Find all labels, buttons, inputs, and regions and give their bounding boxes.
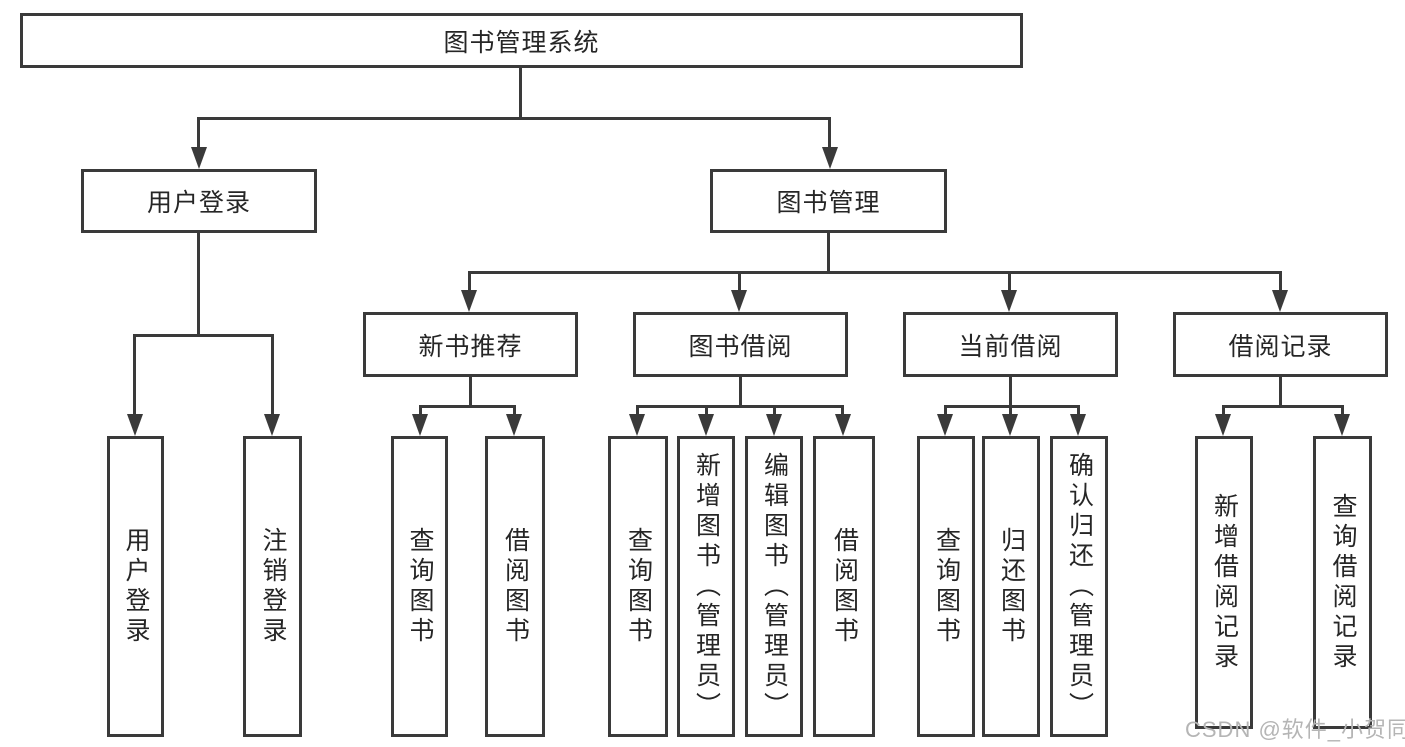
leaf-label: 用户登录 [122,526,150,647]
arrowhead [1272,290,1288,312]
leaf-label: 确认归还（管理员） [1065,451,1094,722]
arrowhead [127,414,143,436]
leaf-query-books-current: 查询图书 [917,436,975,737]
connector-vline [705,405,708,417]
node-borrowing-records: 借阅记录 [1173,312,1388,377]
arrowhead [731,290,747,312]
leaf-user-login: 用户登录 [107,436,164,737]
connector-vline [513,405,516,417]
leaf-label: 查询图书 [406,526,434,647]
connector-vline [1279,377,1282,408]
arrowhead [822,147,838,169]
arrowhead [766,414,782,436]
arrowhead [461,290,477,312]
node-user-login: 用户登录 [81,169,317,233]
node-book-management: 图书管理 [710,169,947,233]
connector-vline [1009,377,1012,408]
arrowhead [835,414,851,436]
connector-vline [1008,271,1011,291]
connector-vline [827,233,830,274]
leaf-add-borrow-record: 新增借阅记录 [1195,436,1253,729]
connector-hline [636,405,844,408]
node-label: 当前借阅 [958,332,1063,361]
leaf-query-borrow-record: 查询借阅记录 [1313,436,1372,729]
arrowhead [1002,414,1018,436]
connector-vline [197,233,200,337]
arrowhead [698,414,714,436]
node-library-management-system: 图书管理系统 [20,13,1023,68]
connector-vline [1077,405,1080,417]
arrowhead [264,414,280,436]
node-label: 借阅记录 [1228,332,1333,361]
arrowhead [1215,414,1231,436]
connector-vline [271,334,274,416]
arrowhead [1070,414,1086,436]
connector-vline [469,377,472,408]
node-label: 图书管理系统 [443,28,600,57]
connector-hline [197,117,831,120]
connector-hline [1222,405,1344,408]
connector-vline [944,405,947,417]
node-label: 图书借阅 [688,332,793,361]
connector-vline [133,334,136,416]
node-label: 新书推荐 [418,332,523,361]
connector-vline [519,68,522,119]
connector-vline [841,405,844,417]
leaf-confirm-return-admin: 确认归还（管理员） [1050,436,1108,737]
leaf-borrow-books: 借阅图书 [813,436,875,737]
connector-hline [133,334,274,337]
node-book-borrowing: 图书借阅 [633,312,848,377]
csdn-watermark: CSDN @软件_小贺同学 [1185,717,1405,742]
node-new-book-recommendation: 新书推荐 [363,312,578,377]
connector-vline [1279,271,1282,291]
connector-vline [197,117,200,149]
leaf-edit-books-admin: 编辑图书（管理员） [745,436,803,737]
connector-hline [944,405,1080,408]
connector-vline [1222,405,1225,417]
leaf-label: 查询图书 [932,526,961,647]
leaf-label: 注销登录 [259,526,287,647]
connector-hline [419,405,516,408]
arrowhead [937,414,953,436]
node-current-borrowing: 当前借阅 [903,312,1118,377]
connector-vline [468,271,471,291]
connector-vline [1009,405,1012,417]
connector-vline [1341,405,1344,417]
arrowhead [1334,414,1350,436]
node-label: 用户登录 [146,189,251,217]
leaf-label: 查询借阅记录 [1329,492,1357,673]
connector-vline [419,405,422,417]
arrowhead [412,414,428,436]
leaf-label: 借阅图书 [830,526,859,647]
connector-vline [738,271,741,291]
arrowhead [191,147,207,169]
leaf-label: 归还图书 [997,526,1026,647]
node-label: 图书管理 [776,189,881,217]
connector-vline [828,117,831,149]
connector-vline [636,405,639,417]
leaf-logout: 注销登录 [243,436,302,737]
connector-vline [739,377,742,408]
connector-vline [773,405,776,417]
leaf-query-books-recommend: 查询图书 [391,436,448,737]
leaf-label: 查询图书 [624,526,653,647]
arrowhead [1001,290,1017,312]
arrowhead [629,414,645,436]
leaf-borrow-books-recommend: 借阅图书 [485,436,545,737]
leaf-add-books-admin: 新增图书（管理员） [677,436,735,737]
leaf-label: 新增图书（管理员） [692,451,721,722]
leaf-return-books: 归还图书 [982,436,1040,737]
leaf-query-books-borrowing: 查询图书 [608,436,668,737]
connector-hline [468,271,1282,274]
leaf-label: 新增借阅记录 [1210,492,1239,673]
leaf-label: 借阅图书 [501,526,530,647]
arrowhead [506,414,522,436]
leaf-label: 编辑图书（管理员） [760,451,789,722]
